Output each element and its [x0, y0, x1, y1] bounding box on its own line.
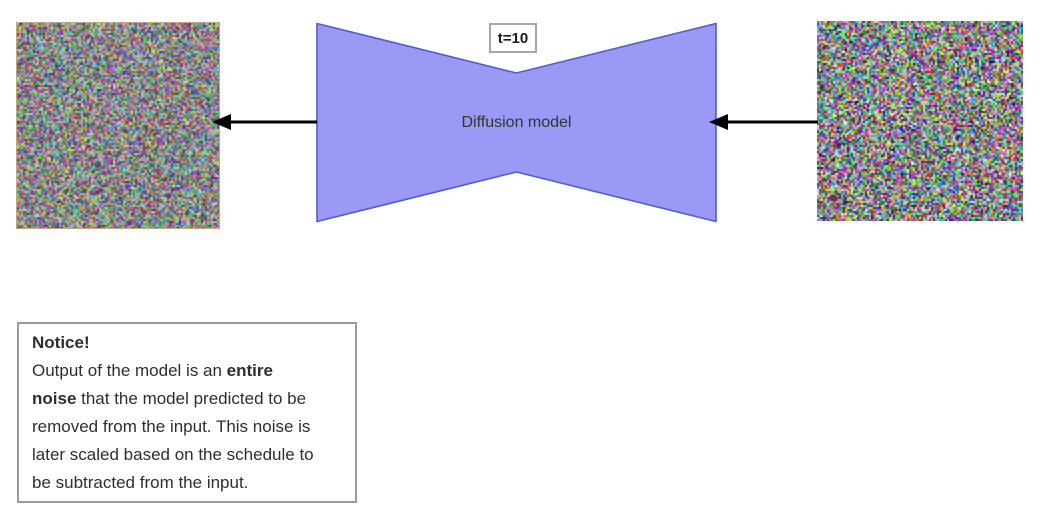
diffusion-model-label: Diffusion model — [316, 113, 717, 133]
notice-line: noise that the model predicted to be — [32, 385, 342, 413]
notice-line: later scaled based on the schedule to — [32, 441, 342, 469]
notice-box: Notice! Output of the model is an entire… — [17, 322, 357, 503]
notice-line: be subtracted from the input. — [32, 469, 342, 497]
arrow-left-icon — [212, 112, 317, 132]
noise-image-left — [16, 22, 220, 229]
arrow-right-icon — [709, 112, 818, 132]
noise-image-right — [817, 21, 1023, 221]
timestep-badge: t=10 — [489, 23, 537, 53]
notice-line: removed from the input. This noise is — [32, 413, 342, 441]
notice-line: Output of the model is an entire — [32, 357, 342, 385]
notice-title: Notice! — [32, 329, 342, 357]
notice-body: Output of the model is an entirenoise th… — [32, 357, 342, 497]
timestep-label: t=10 — [498, 30, 528, 47]
